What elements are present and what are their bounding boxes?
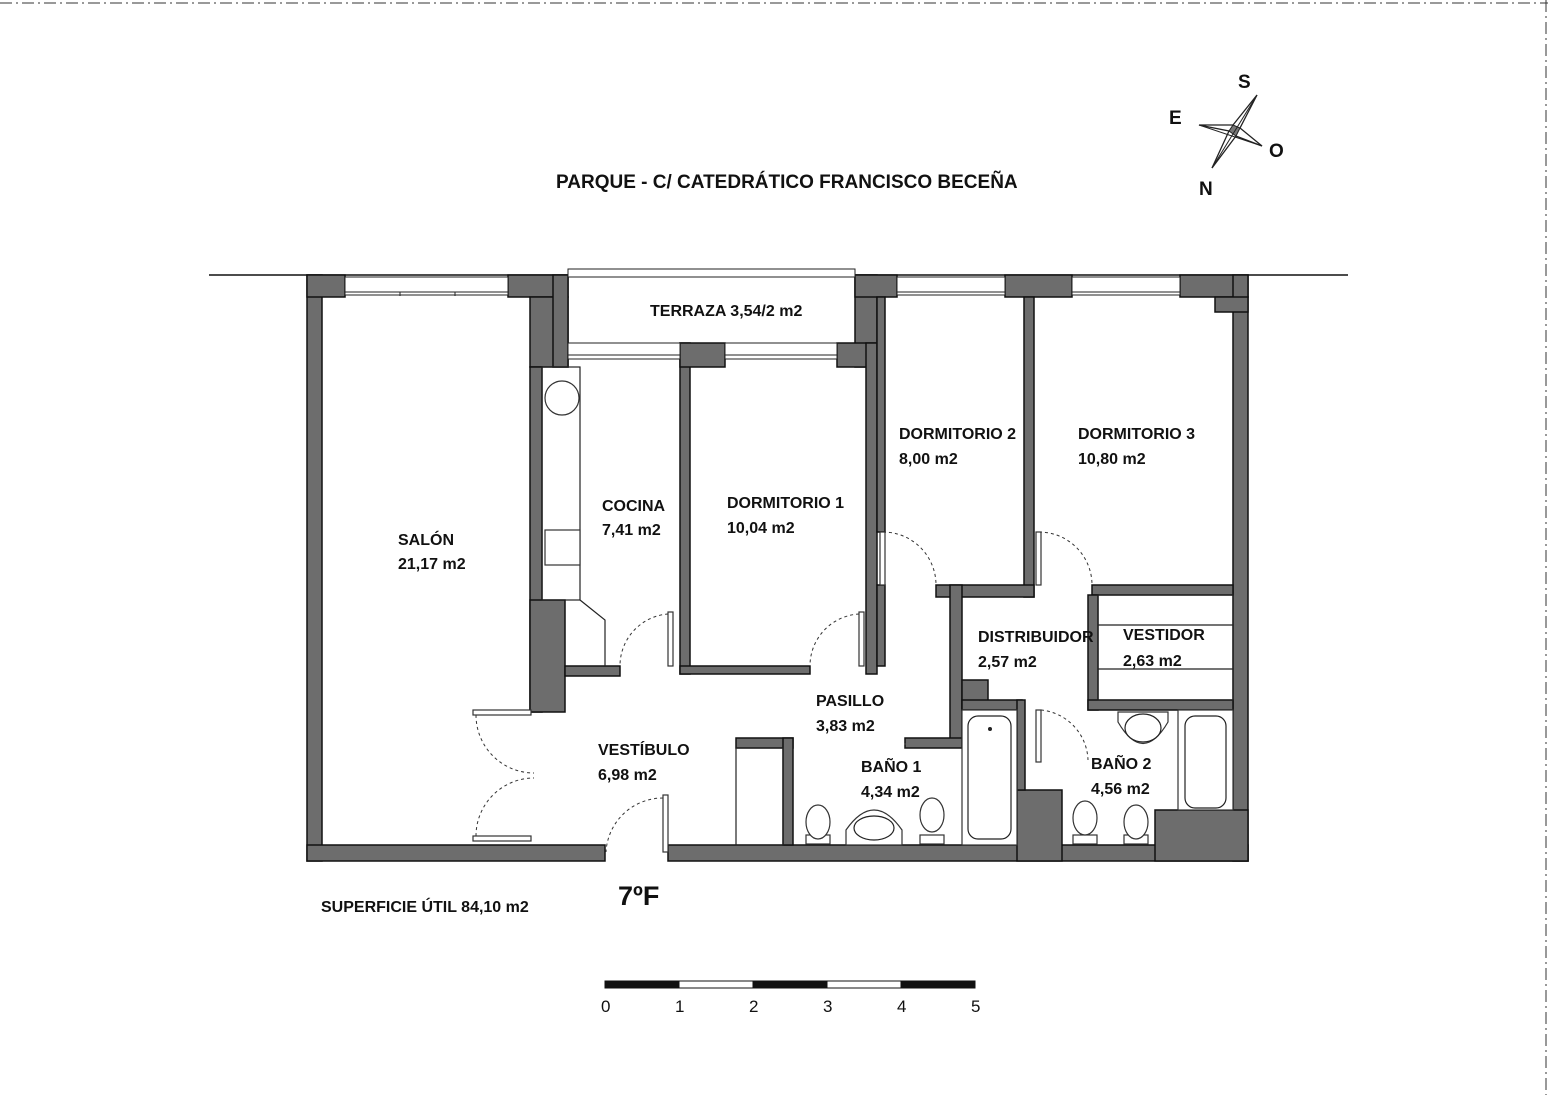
distribuidor-name: DISTRIBUIDOR [978, 629, 1094, 646]
washbasin-icon-2 [1117, 711, 1169, 745]
vestibulo-area: 6,98 m2 [598, 767, 657, 784]
bano2-name: BAÑO 2 [1091, 753, 1152, 773]
bano2-fixtures [1072, 709, 1234, 845]
sink-icon [544, 529, 581, 566]
toilet-icon-2 [1072, 800, 1098, 845]
compass-o: O [1269, 141, 1284, 162]
superficie-util: SUPERFICIE ÚTIL 84,10 m2 [321, 897, 529, 916]
toilet-icon [805, 804, 831, 845]
windows [344, 268, 1181, 360]
bathtub-icon-2 [1177, 709, 1234, 811]
interior-walls [564, 296, 1234, 846]
scale-tick-1: 1 [675, 997, 684, 1016]
bidet-icon [919, 797, 945, 845]
dormitorio2-area: 8,00 m2 [899, 451, 958, 468]
scale-bar [604, 980, 976, 989]
dormitorio2-name: DORMITORIO 2 [899, 426, 1016, 443]
doors [472, 531, 1093, 853]
terraza-label: TERRAZA 3,54/2 m2 [650, 303, 802, 320]
scale-tick-4: 4 [897, 997, 906, 1016]
scale-tick-2: 2 [749, 997, 758, 1016]
scale-tick-3: 3 [823, 997, 832, 1016]
compass-e: E [1169, 108, 1182, 129]
bano2-area: 4,56 m2 [1091, 781, 1150, 798]
dormitorio3-name: DORMITORIO 3 [1078, 426, 1195, 443]
cocina-name: COCINA [602, 498, 666, 515]
vestibulo-name: VESTÍBULO [598, 740, 690, 759]
compass-s: S [1238, 72, 1251, 93]
scale-tick-0: 0 [601, 997, 610, 1016]
kitchen-fixtures [541, 366, 606, 666]
bidet-icon-2 [1123, 804, 1149, 845]
salon-area: 21,17 m2 [398, 556, 466, 573]
pasillo-area: 3,83 m2 [816, 718, 875, 735]
dormitorio1-area: 10,04 m2 [727, 520, 795, 537]
dormitorio1-name: DORMITORIO 1 [727, 495, 844, 512]
bathtub-icon [961, 709, 1018, 846]
vestidor-area: 2,63 m2 [1123, 653, 1182, 670]
scale-tick-5: 5 [971, 997, 980, 1016]
vestidor-shelves [1097, 594, 1234, 701]
salon-name: SALÓN [398, 530, 454, 549]
vestidor-name: VESTIDOR [1123, 627, 1205, 644]
bano1-name: BAÑO 1 [861, 756, 922, 776]
washbasin-icon [845, 809, 903, 846]
distribuidor-area: 2,57 m2 [978, 654, 1037, 671]
compass-icon [1198, 94, 1263, 169]
unit-label: 7ºF [618, 881, 659, 911]
hob-icon [544, 380, 580, 416]
plan-title: PARQUE - C/ CATEDRÁTICO FRANCISCO BECEÑA [556, 171, 1018, 193]
dormitorio3-area: 10,80 m2 [1078, 451, 1146, 468]
bano1-area: 4,34 m2 [861, 784, 920, 801]
pasillo-name: PASILLO [816, 693, 884, 710]
bano1-fixtures [735, 709, 1018, 846]
compass-n: N [1199, 179, 1213, 200]
cocina-area: 7,41 m2 [602, 522, 661, 539]
